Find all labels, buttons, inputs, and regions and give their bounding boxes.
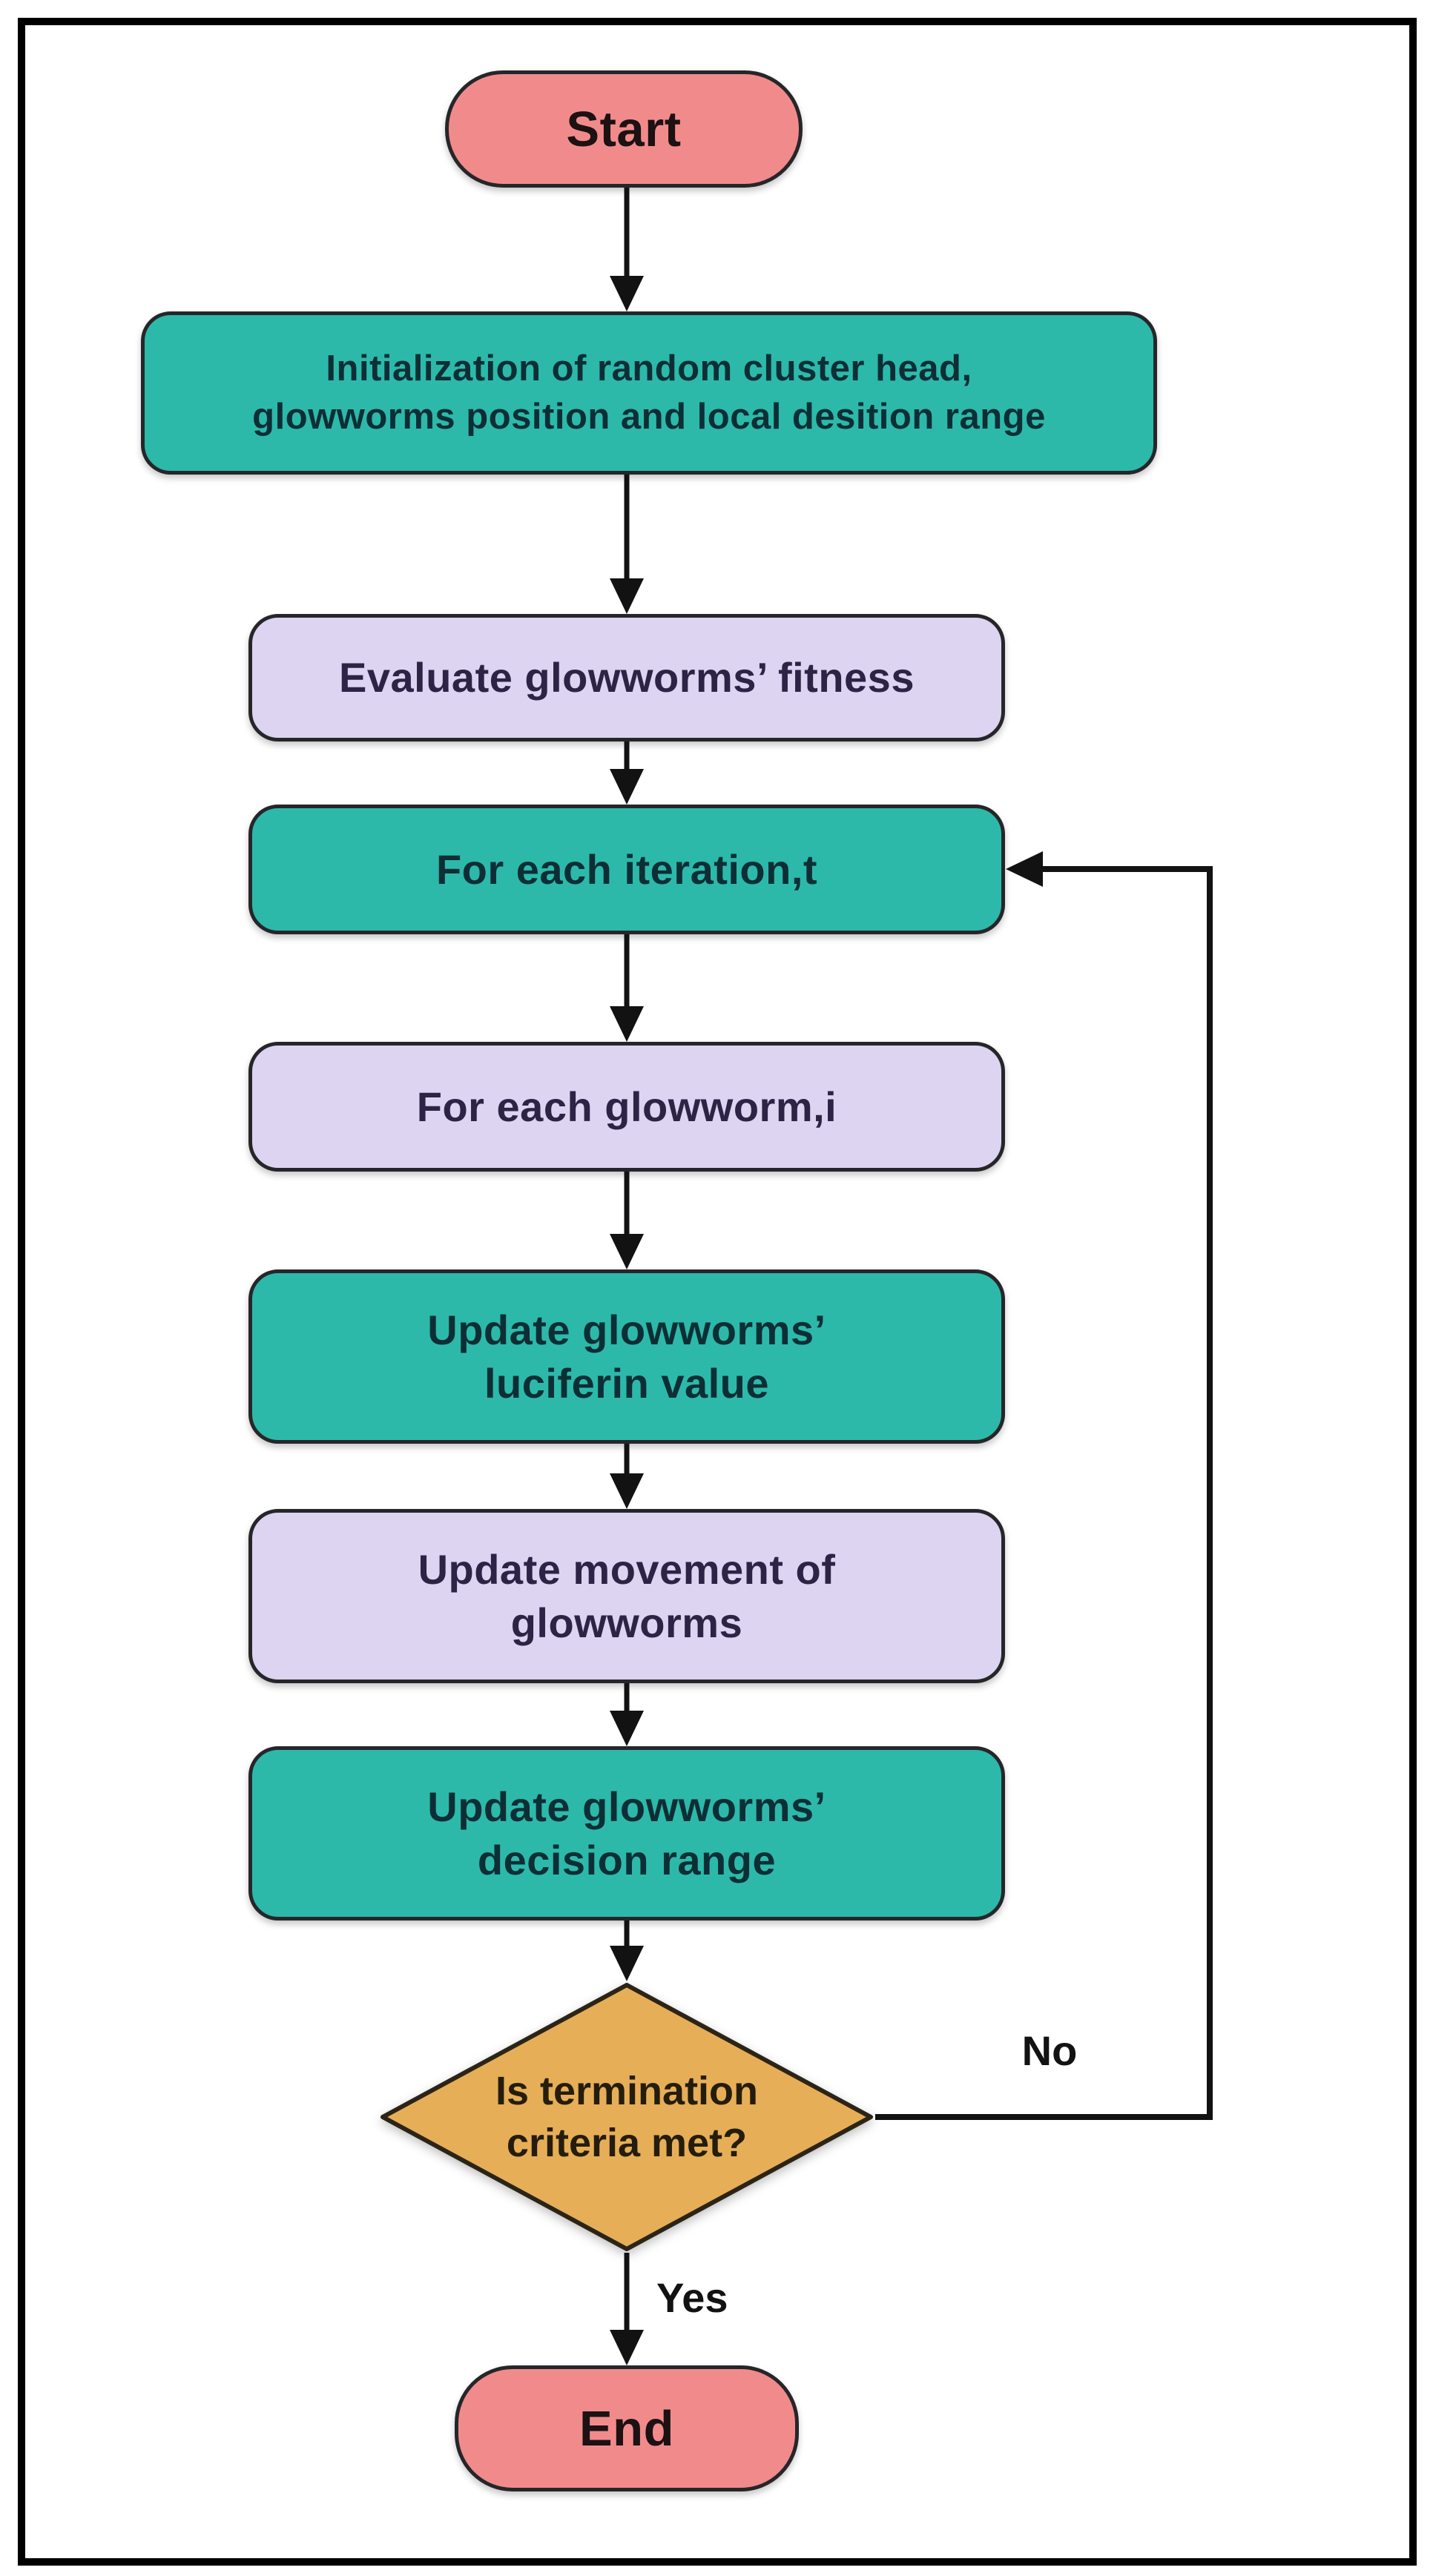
arrowhead-down-icon bbox=[610, 1711, 644, 1746]
node-update-decision-range-label: Update glowworms’ decision range bbox=[427, 1783, 826, 1883]
arrowhead-down-icon bbox=[610, 1946, 644, 1981]
arrowhead-down-icon bbox=[610, 1234, 644, 1269]
arrowhead-down-icon bbox=[610, 769, 644, 805]
node-update-luciferin: Update glowworms’ luciferin value bbox=[248, 1269, 1005, 1444]
node-for-each-iteration: For each iteration,t bbox=[248, 805, 1005, 934]
node-end-label: End bbox=[579, 2400, 675, 2457]
arrow-yes-to-end bbox=[610, 2253, 644, 2365]
node-for-each-iteration-label: For each iteration,t bbox=[435, 845, 818, 893]
node-for-each-glowworm-label: For each glowworm,i bbox=[416, 1083, 837, 1130]
node-for-each-glowworm: For each glowworm,i bbox=[248, 1042, 1005, 1172]
arrow-luciferin-to-movement bbox=[610, 1444, 644, 1509]
arrow-glowworm-to-luciferin bbox=[610, 1172, 644, 1269]
node-termination-decision-label: Is termination criteria met? bbox=[495, 2068, 759, 2165]
arrow-start-to-init bbox=[610, 188, 644, 311]
node-start-label: Start bbox=[566, 101, 682, 157]
node-end: End bbox=[455, 2365, 799, 2491]
node-initialization: Initialization of random cluster head, g… bbox=[141, 311, 1157, 475]
no-loop-top-segment bbox=[1038, 866, 1212, 872]
node-evaluate-fitness: Evaluate glowworms’ fitness bbox=[248, 614, 1005, 742]
node-update-movement: Update movement of glowworms bbox=[248, 1509, 1005, 1683]
arrow-iteration-to-glowworm bbox=[610, 934, 644, 1042]
arrowhead-down-icon bbox=[610, 1473, 644, 1509]
arrowhead-left-icon bbox=[1006, 851, 1043, 887]
node-update-movement-label: Update movement of glowworms bbox=[418, 1545, 836, 1646]
arrow-evaluate-to-iteration bbox=[610, 742, 644, 805]
arrow-movement-to-decision-range bbox=[610, 1683, 644, 1746]
no-loop-bottom-segment bbox=[875, 2114, 1212, 2120]
arrow-init-to-evaluate bbox=[610, 475, 644, 614]
node-update-decision-range: Update glowworms’ decision range bbox=[248, 1746, 1005, 1921]
node-termination-decision: Is termination criteria met? bbox=[378, 1981, 875, 2253]
arrow-decision-range-to-termination bbox=[610, 1921, 644, 1981]
node-update-luciferin-label: Update glowworms’ luciferin value bbox=[427, 1306, 826, 1407]
edge-label-yes: Yes bbox=[656, 2274, 728, 2321]
arrowhead-down-icon bbox=[610, 2330, 644, 2365]
arrowhead-down-icon bbox=[610, 578, 644, 614]
no-loop-vertical-segment bbox=[1207, 866, 1213, 2120]
node-start: Start bbox=[445, 70, 803, 188]
decision-diamond-shape bbox=[381, 1983, 873, 2251]
arrowhead-down-icon bbox=[610, 276, 644, 311]
arrowhead-down-icon bbox=[610, 1006, 644, 1042]
node-evaluate-fitness-label: Evaluate glowworms’ fitness bbox=[339, 654, 915, 701]
edge-label-no: No bbox=[1021, 2027, 1078, 2074]
node-initialization-label: Initialization of random cluster head, g… bbox=[252, 349, 1046, 437]
